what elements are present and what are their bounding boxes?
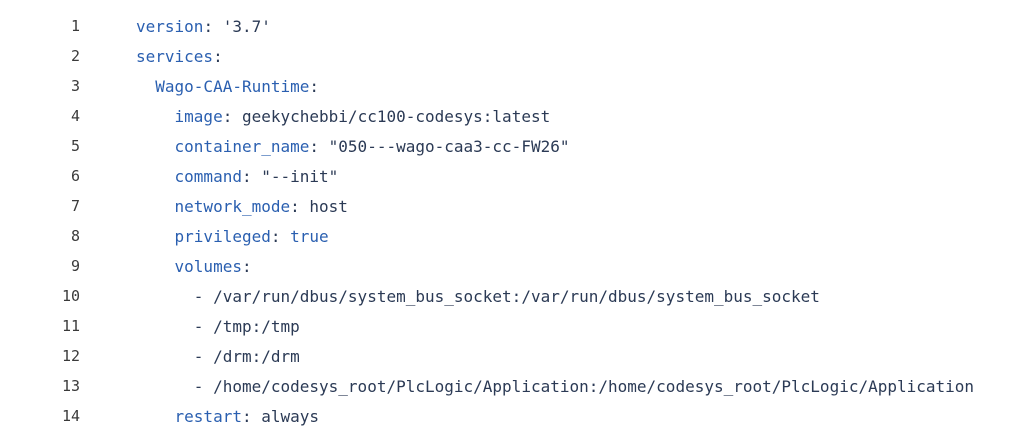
code-line: 4 image: geekychebbi/cc100-codesys:lates…: [0, 101, 1033, 131]
list-dash: -: [193, 286, 214, 306]
line-number: 2: [70, 47, 80, 65]
line-number: 10: [61, 287, 80, 305]
code-line: 10 - /var/run/dbus/system_bus_socket:/va…: [0, 281, 1033, 311]
line-number: 7: [70, 197, 80, 215]
yaml-value: /drm:/drm: [213, 346, 300, 366]
yaml-value: host: [309, 196, 348, 216]
yaml-key: network_mode: [174, 196, 291, 216]
line-content[interactable]: restart: always: [80, 406, 320, 426]
line-number: 14: [61, 407, 80, 425]
yaml-value: always: [261, 406, 320, 426]
yaml-key: restart: [174, 406, 242, 426]
yaml-separator: :: [213, 46, 223, 66]
yaml-separator: :: [222, 106, 242, 126]
line-number: 11: [61, 317, 80, 335]
code-line: 9 volumes:: [0, 251, 1033, 281]
line-content[interactable]: - /home/codesys_root/PlcLogic/Applicatio…: [80, 377, 974, 396]
code-line: 6 command: "--init": [0, 161, 1033, 191]
line-content[interactable]: network_mode: host: [80, 197, 348, 216]
line-content[interactable]: container_name: "050---wago-caa3-cc-FW26…: [80, 136, 570, 156]
line-number: 4: [70, 107, 80, 125]
code-line: 3 Wago-CAA-Runtime:: [0, 71, 1033, 101]
code-line: 5 container_name: "050---wago-caa3-cc-FW…: [0, 131, 1033, 161]
code-line: 8 privileged: true: [0, 221, 1033, 251]
line-number: 6: [70, 167, 80, 185]
yaml-key: version: [136, 16, 204, 36]
yaml-value: true: [290, 226, 329, 246]
yaml-value: /var/run/dbus/system_bus_socket:/var/run…: [213, 286, 820, 306]
yaml-key: image: [174, 106, 223, 126]
yaml-value: '3.7': [222, 16, 271, 36]
line-number: 3: [70, 77, 80, 95]
code-line: 2 services:: [0, 41, 1033, 71]
line-content[interactable]: version: '3.7': [80, 17, 271, 36]
line-content[interactable]: image: geekychebbi/cc100-codesys:latest: [80, 106, 551, 126]
line-content[interactable]: - /tmp:/tmp: [80, 317, 300, 336]
line-content[interactable]: services:: [80, 47, 223, 66]
yaml-key: privileged: [174, 226, 271, 246]
yaml-value: /home/codesys_root/PlcLogic/Application:…: [213, 376, 975, 396]
yaml-separator: :: [309, 76, 320, 96]
code-line: 13 - /home/codesys_root/PlcLogic/Applica…: [0, 371, 1033, 401]
line-content[interactable]: - /drm:/drm: [80, 347, 300, 366]
line-content[interactable]: - /var/run/dbus/system_bus_socket:/var/r…: [80, 287, 820, 306]
yaml-value: "050---wago-caa3-cc-FW26": [328, 136, 570, 156]
line-number: 9: [70, 257, 80, 275]
code-line: 14 restart: always: [0, 401, 1033, 431]
line-number: 5: [70, 137, 80, 155]
list-dash: -: [193, 376, 214, 396]
code-line: 12 - /drm:/drm: [0, 341, 1033, 371]
yaml-separator: :: [270, 226, 291, 246]
yaml-separator: :: [309, 136, 329, 156]
code-line: 7 network_mode: host: [0, 191, 1033, 221]
line-content[interactable]: command: "--init": [80, 166, 339, 186]
line-content[interactable]: Wago-CAA-Runtime:: [80, 77, 319, 96]
line-number: 1: [70, 17, 80, 35]
line-content[interactable]: privileged: true: [80, 227, 329, 246]
line-number: 13: [61, 377, 80, 395]
code-line: 1 version: '3.7': [0, 11, 1033, 41]
yaml-separator: :: [241, 406, 262, 426]
yaml-value: "--init": [261, 166, 339, 186]
line-content[interactable]: volumes:: [80, 257, 252, 276]
yaml-key: services: [136, 46, 214, 66]
list-dash: -: [193, 316, 214, 336]
yaml-separator: :: [203, 16, 223, 36]
yaml-key: volumes: [174, 256, 242, 276]
yaml-value: geekychebbi/cc100-codesys:latest: [241, 106, 551, 126]
yaml-key: command: [174, 166, 242, 186]
yaml-separator: :: [290, 196, 310, 216]
code-line: 11 - /tmp:/tmp: [0, 311, 1033, 341]
line-number: 12: [61, 347, 80, 365]
line-number: 8: [70, 227, 80, 245]
yaml-key: Wago-CAA-Runtime: [155, 76, 310, 96]
yaml-separator: :: [241, 256, 252, 276]
yaml-separator: :: [241, 166, 262, 186]
list-dash: -: [193, 346, 214, 366]
yaml-key: container_name: [174, 136, 310, 156]
yaml-value: /tmp:/tmp: [213, 316, 300, 336]
